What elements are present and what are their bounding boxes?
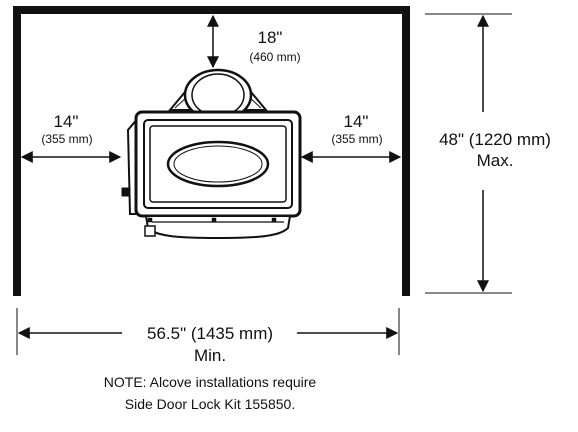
left-clearance-imperial: 14" <box>54 112 79 131</box>
depth-label: 48" (1220 mm) <box>439 130 551 149</box>
stove-front-lip <box>144 215 292 240</box>
right-clearance-metric: (355 mm) <box>331 132 382 146</box>
left-clearance-metric: (355 mm) <box>41 132 92 146</box>
depth-qualifier: Max. <box>477 151 514 170</box>
right-clearance-imperial: 14" <box>344 112 369 131</box>
top-clearance-metric: (460 mm) <box>249 50 300 64</box>
flue-collar-inner <box>191 73 245 117</box>
alcove-walls <box>13 6 410 296</box>
note-line-2: Side Door Lock Kit 155850. <box>125 396 295 412</box>
back-wall <box>13 6 410 14</box>
top-clearance-imperial: 18" <box>258 28 283 47</box>
stove-top-view <box>121 68 302 240</box>
left-wall <box>13 6 21 296</box>
width-label: 56.5" (1435 mm) <box>147 324 273 343</box>
note-line-1: NOTE: Alcove installations require <box>104 374 317 390</box>
width-qualifier: Min. <box>194 346 226 365</box>
dimension-lines <box>16 13 512 355</box>
right-wall <box>402 6 410 296</box>
